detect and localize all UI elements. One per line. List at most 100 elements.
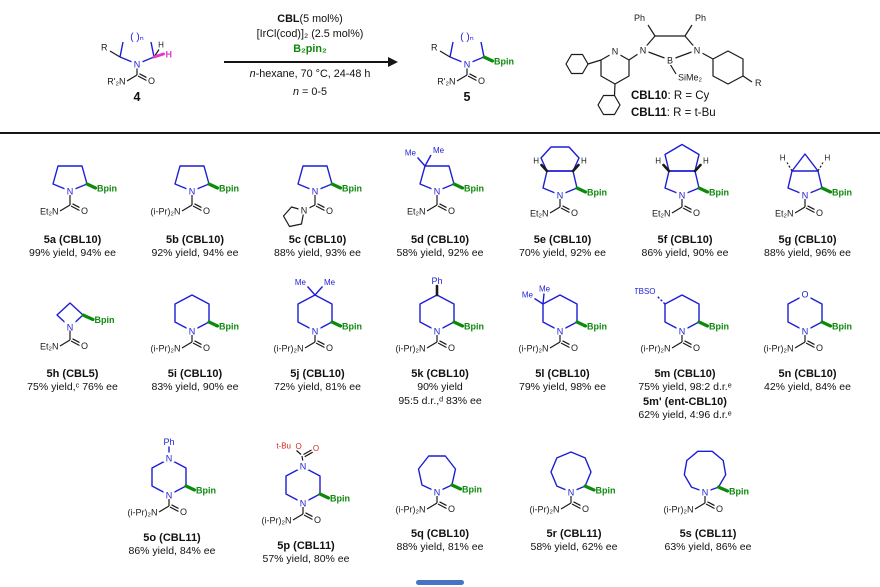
ring-n-label: N xyxy=(311,326,318,336)
carbonyl-o-label: O xyxy=(325,343,332,353)
compound-result: 83% yield, 90% ee xyxy=(151,381,239,394)
solvent-rest: -hexane, 70 °C, 24-48 h xyxy=(255,68,371,81)
phenyl-label: Ph xyxy=(695,13,706,23)
compound-id-2: 5m' (ent-CBL10) xyxy=(643,395,727,408)
tbu-label: t-Bu xyxy=(276,441,291,450)
compound-result: 86% yield, 84% ee xyxy=(128,545,216,558)
compound-number-4: 4 xyxy=(134,90,141,104)
carbonyl-o-label: O xyxy=(815,208,822,218)
bpin-label: Bpin xyxy=(464,321,484,331)
compound-result: 58% yield, 92% ee xyxy=(396,247,484,260)
compound-id: 5i (CBL10) xyxy=(167,367,223,380)
amine-label: Et₂N xyxy=(775,209,794,219)
compound-5r: N O Bpin (i-Pr)₂N 5r (CBL11) 58% yield, … xyxy=(524,435,624,555)
compound-id: 5s (CBL11) xyxy=(679,527,737,540)
conditions-iridium-line: [IrCl(cod)]₂ (2.5 mol%) xyxy=(256,28,364,41)
compound-5o: Ph N N O Bpin (i-Pr)₂N 5o (CBL11) 86% yi… xyxy=(122,435,222,559)
ring-n-label: N xyxy=(434,187,441,197)
amine-label: R'₂N xyxy=(437,77,455,87)
bpin-label: Bpin xyxy=(494,57,514,67)
ring-n-label: N xyxy=(556,191,563,201)
compound-id: 5o (CBL11) xyxy=(143,531,201,544)
bridgehead-h-label: H xyxy=(779,154,785,163)
carbonyl-o-label: O xyxy=(314,515,321,525)
ring-n-label: N xyxy=(679,326,686,336)
fusion-h-label: H xyxy=(655,157,661,166)
reaction-arrow xyxy=(224,57,398,68)
ring-n-label: N xyxy=(189,187,196,197)
compound-result: 42% yield, 84% ee xyxy=(764,381,851,394)
compound-id: 5k (CBL10) xyxy=(411,367,469,380)
solvent-prefix: n xyxy=(249,68,256,81)
carbonyl-o-label: O xyxy=(582,504,589,514)
compound-id: 5p (CBL11) xyxy=(277,539,335,552)
compound-result: 95:5 d.r.,ᵈ 83% ee xyxy=(398,394,482,407)
carbonyl-o-label: O xyxy=(448,343,455,353)
compound-id: 5a (CBL10) xyxy=(43,234,102,246)
bpin-label: Bpin xyxy=(94,315,114,325)
bpin-label: Bpin xyxy=(596,485,616,495)
bpin-label: Bpin xyxy=(97,184,117,194)
compound-id: 5q (CBL10) xyxy=(410,527,470,540)
compound-5n: O N O Bpin (i-Pr)₂N 5n (CBL10) 42% yield… xyxy=(758,275,858,395)
n-symbol: n xyxy=(293,86,300,99)
compound-result: 75% yield, 98:2 d.r.ᵉ xyxy=(638,381,732,394)
compound-result: 63% yield, 86% ee xyxy=(664,541,752,554)
ring-n-label: N xyxy=(801,191,808,201)
ring-size-bracket: ( )ₙ xyxy=(130,32,143,43)
ring-n4-label: N xyxy=(166,453,173,463)
compound-id: 5h (CBL5) xyxy=(46,367,99,380)
carbonyl-o-label: O xyxy=(80,341,87,351)
compound-5q: N O Bpin (i-Pr)₂N 5q (CBL10) 88% yield, … xyxy=(390,435,490,555)
catalyst-def: : R = t-Bu xyxy=(666,107,716,120)
ring-o-label: O xyxy=(801,289,808,299)
catalyst-r-label: R xyxy=(755,78,762,88)
compound-5l: Me Me N O Bpin (i-Pr)₂N 5l (CBL10) 79% y… xyxy=(513,275,613,395)
amine-label: Et₂N xyxy=(407,207,426,217)
boron-reagent-label: B₂pin₂ xyxy=(293,43,327,56)
structure-5n: O N O Bpin (i-Pr)₂N xyxy=(763,288,852,353)
bpin-label: Bpin xyxy=(832,188,852,198)
ring-n-label: N xyxy=(556,326,563,336)
structure-5m: TBSO N O Bpin (i-Pr)₂N xyxy=(635,287,729,354)
compound-5m: TBSO N O Bpin (i-Pr)₂N 5m (CBL10) 75% yi… xyxy=(635,275,735,423)
silyl-label: SiMe₂ xyxy=(678,73,703,83)
pyridine-n-label: N xyxy=(612,47,619,57)
products-row-2: N O Bpin Et₂N 5h (CBL5) 75% yield,ᶜ 76% … xyxy=(0,275,880,423)
ring-n-label: N xyxy=(189,326,196,336)
amine-label: (i-Pr)₂N xyxy=(262,515,292,525)
compound-id: 5f (CBL10) xyxy=(657,234,713,246)
compound-5k: Ph N O Bpin (i-Pr)₂N 5k (CBL10) 90% yiel… xyxy=(390,275,490,409)
structure-reactant: ( )ₙ R H H N O R'₂N 4 xyxy=(101,32,172,104)
structure-5h: N O Bpin Et₂N xyxy=(40,302,114,351)
bpin-label: Bpin xyxy=(219,321,239,331)
amine-label: Et₂N xyxy=(40,207,59,217)
amine-label: (i-Pr)₂N xyxy=(396,504,426,514)
bpin-label: Bpin xyxy=(464,184,484,194)
compound-result: 57% yield, 80% ee xyxy=(262,553,350,566)
ring-n-label: N xyxy=(166,490,173,500)
methyl-label: Me xyxy=(433,146,445,155)
bpin-label: Bpin xyxy=(587,321,607,331)
compound-id: 5l (CBL10) xyxy=(535,367,590,380)
amine-label: (i-Pr)₂N xyxy=(273,343,303,353)
conditions-solvent-line: n-hexane, 70 °C, 24-48 h xyxy=(215,67,405,82)
compound-result: 79% yield, 98% ee xyxy=(519,381,606,394)
methyl-label: Me xyxy=(324,278,336,287)
compound-5e: H H N O Bpin Et₂N 5e (CBL10) 70% yield, … xyxy=(513,141,613,261)
structure-5l: Me Me N O Bpin (i-Pr)₂N xyxy=(518,284,607,353)
r-group-label: R xyxy=(431,43,438,53)
reaction-scheme: ( )ₙ R H H N O R'₂N 4 CBL(5 mol%) [IrCl(… xyxy=(0,0,880,130)
fusion-h-label: H xyxy=(533,157,539,166)
boc-carbonyl-o-label: O xyxy=(313,444,319,453)
catalyst-legend-line: CBL10: R = Cy xyxy=(631,88,716,105)
methyl-label: Me xyxy=(521,290,533,299)
carbonyl-o-label: O xyxy=(203,206,210,216)
amine-label: (i-Pr)₂N xyxy=(518,343,548,353)
bpin-label: Bpin xyxy=(330,493,350,503)
amide-n-label: N xyxy=(300,206,307,216)
ring-n-label: N xyxy=(702,487,709,497)
carbonyl-o-label: O xyxy=(570,343,577,353)
structure-5i: N O Bpin (i-Pr)₂N xyxy=(151,294,239,353)
